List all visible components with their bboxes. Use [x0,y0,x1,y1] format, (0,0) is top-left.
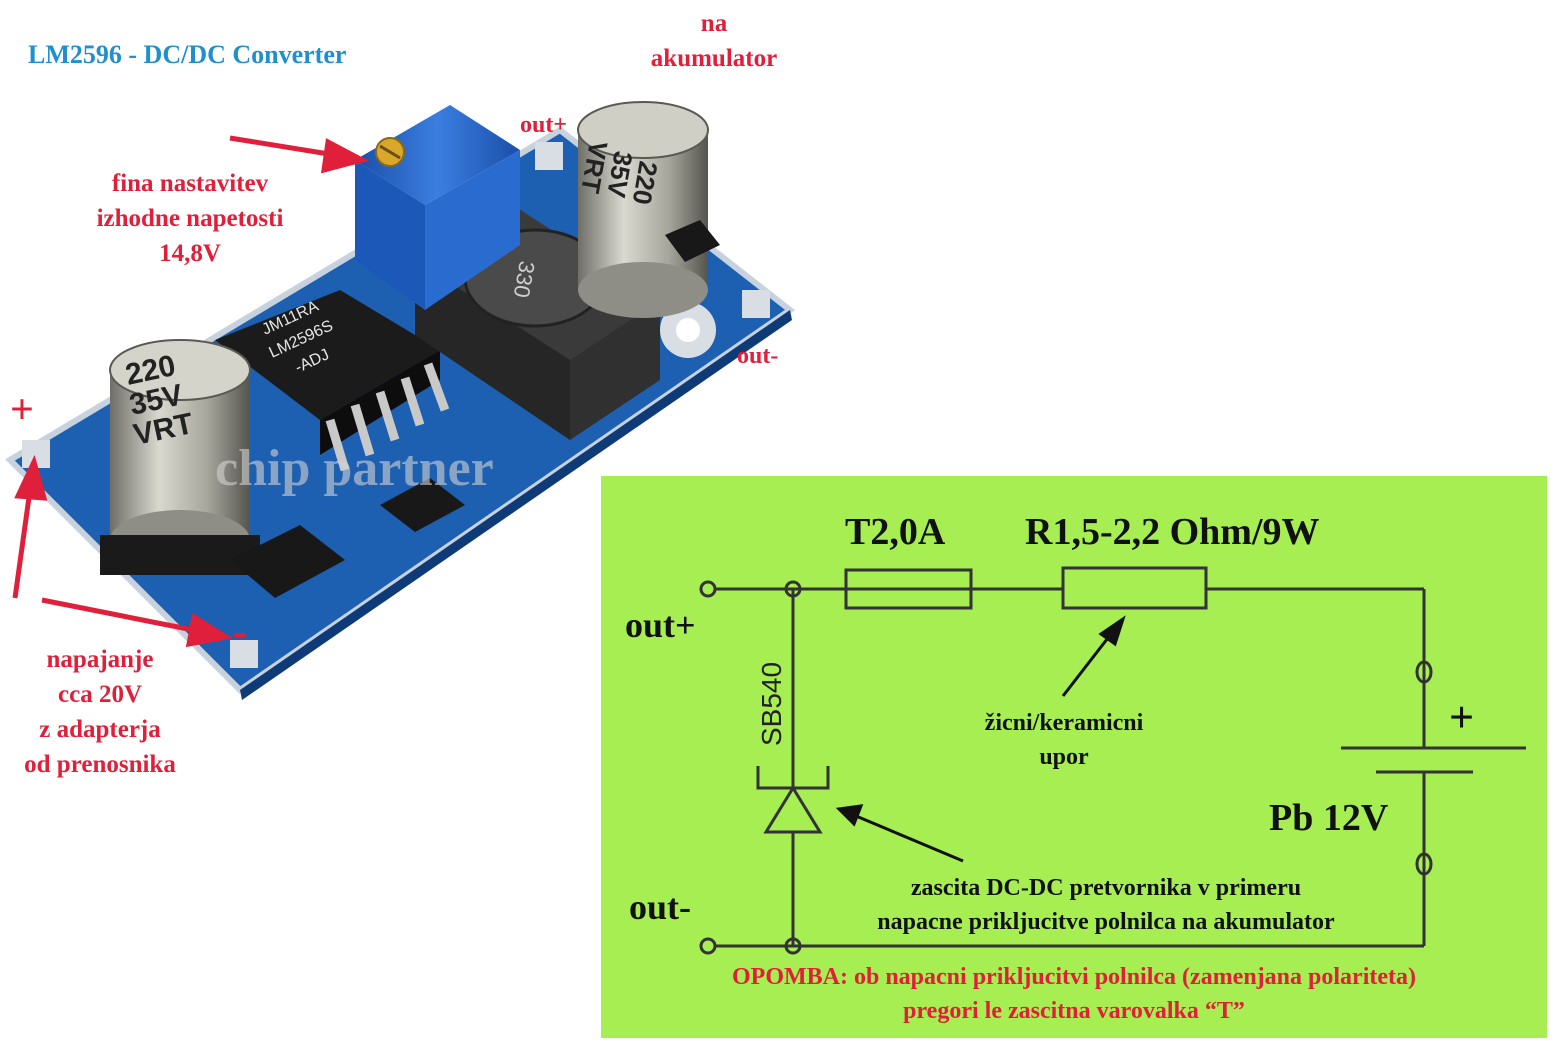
terminal-out-minus [699,937,717,955]
warning-line1: OPOMBA: ob napacni prikljucitvi polnilca… [732,964,1416,990]
junction-top [784,580,802,598]
battery-target-line1: na [700,10,728,37]
input-capacitor-top [109,339,251,401]
supply-note: napajanje cca 20V z adapterja od prenosn… [0,642,200,782]
trimmer-screw-slot [379,144,401,160]
ic-pins [325,362,450,472]
diode-note-line2: napacne prikljucitve polnilca na akumula… [877,909,1335,935]
mount-hole-inner [676,318,700,342]
zener-diode-bar [756,766,830,790]
photo-out-minus-label: out- [737,343,779,369]
warning-note: OPOMBA: ob napacni prikljucitvi polnilca… [621,960,1527,1028]
pad-in-minus [230,640,258,668]
resistor-symbol [1061,566,1208,610]
battery-plus-sign: + [1449,693,1475,742]
inductor-right [570,300,660,440]
resistor-note-line2: upor [1039,744,1089,770]
diode-note: zascita DC-DC pretvornika v primeru napa… [801,871,1411,939]
pcb-board-edge [240,310,792,700]
supply-line4: od prenosnika [24,751,176,778]
junction-bottom [784,937,802,955]
battery-label: Pb 12V [1269,797,1389,839]
zener-diode-triangle [763,785,823,834]
trimmer-right [425,150,520,310]
cap2-marking-1: 220 [627,159,664,207]
photo-title: LM2596 - DC/DC Converter [28,40,347,69]
fuse-label: T2,0A [845,511,946,553]
trimmer-front [355,160,425,310]
battery-target-line2: akumulator [650,45,778,72]
smd-part-2 [665,220,720,262]
pad-out-minus [742,290,770,318]
photo-out-plus-label: out+ [520,112,568,138]
input-plus-sign: + [10,387,34,433]
schematic-out-plus: out+ [625,605,696,645]
pcb-illustration: JM11RA LM2596S -ADJ 330 220 35V VRT 220 … [5,101,796,700]
arrow-diode-head [835,804,864,827]
warning-line2: pregori le zascitna varovalka “T” [903,998,1245,1024]
input-capacitor-base [100,535,260,575]
diode-note-line1: zascita DC-DC pretvornika v primeru [910,875,1302,901]
arrow-resistor-head [1098,615,1126,647]
supply-line3: z adapterja [39,716,161,743]
arrow-diode [855,814,964,863]
trimmer-potentiometer [355,105,520,205]
fine-adjust-line2: izhodne napetosti [96,205,284,232]
fine-adjust-note: fina nastavitev izhodne napetosti 14,8V [60,166,320,271]
schottky-diode-smd [230,525,345,598]
battery-terminal-top [1415,660,1433,684]
lm2596-ic [215,290,440,420]
watermark: chip partner [215,440,494,497]
pad-out-plus [535,142,563,170]
fine-adjust-line3: 14,8V [159,240,221,267]
resistor-note: žicni/keramicni upor [931,706,1197,774]
schematic-wiring: SB540 [699,566,1526,955]
resistor-note-line1: žicni/keramicni [984,710,1144,736]
output-capacitor-top [577,101,709,159]
schematic-panel: SB540 T2,0A R1,5-2,2 Ohm/9W out+ out- + … [601,476,1547,1038]
input-minus-sign: - [232,605,248,656]
terminal-out-plus [699,580,717,598]
resistor-label: R1,5-2,2 Ohm/9W [1025,511,1320,553]
supply-line1: napajanje [46,646,154,673]
diode-label: SB540 [756,662,787,746]
battery-target-label: na akumulator [630,6,798,76]
output-capacitor-bottom [578,262,708,318]
schematic-out-minus: out- [629,887,691,927]
smd-part [380,478,465,532]
fine-adjust-line1: fina nastavitev [111,170,269,197]
inductor-front [415,260,570,440]
supply-line2: cca 20V [58,681,142,708]
arrow-resistor [1061,633,1113,697]
battery-terminal-bottom [1415,852,1433,876]
red-arrows [12,135,369,648]
